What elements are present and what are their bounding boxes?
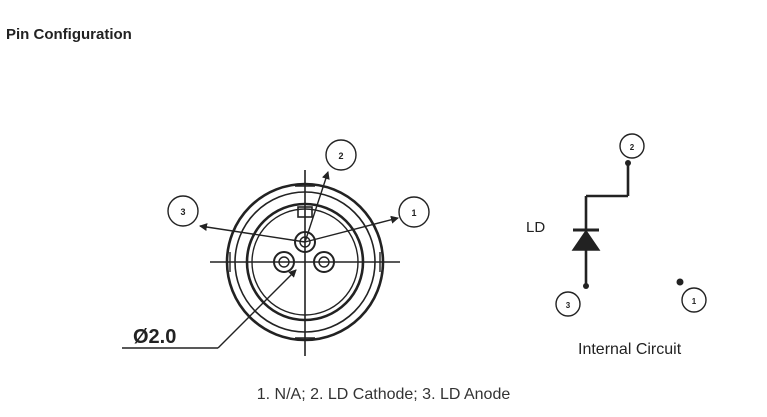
- pin-legend: 1. N/A; 2. LD Cathode; 3. LD Anode: [256, 386, 511, 403]
- circuit-pin-2: 2: [619, 133, 645, 159]
- internal-circuit-label: Internal Circuit: [578, 341, 682, 358]
- section-title: Pin Configuration: [6, 26, 132, 43]
- internal-circuit: [571, 160, 684, 289]
- callout-number: 3: [566, 301, 571, 310]
- pin-3-lead: [273, 251, 295, 273]
- package-view: [122, 170, 400, 356]
- component-label: LD: [526, 219, 545, 236]
- callout-pin-3: 3: [167, 195, 199, 227]
- pin-1-lead: [313, 251, 335, 273]
- circuit-pin-3: 3: [555, 291, 581, 317]
- callout-pin-2: 2: [325, 139, 357, 171]
- callout-number: 1: [411, 208, 416, 218]
- callout-number: 2: [630, 143, 635, 152]
- pin-2-lead: [294, 231, 316, 253]
- diode-symbol: [571, 229, 601, 251]
- orientation-tab: [297, 206, 313, 218]
- callout-pin-1: 1: [398, 196, 430, 228]
- can-body: [245, 202, 365, 322]
- callout-number: 3: [180, 207, 185, 217]
- callout-number: 2: [338, 151, 343, 161]
- outer-flange: [225, 182, 385, 342]
- callout-number: 1: [692, 297, 697, 306]
- pin-1-terminal: [676, 278, 684, 286]
- circuit-pin-1: 1: [681, 287, 707, 313]
- diameter-label: Ø2.0: [133, 326, 176, 348]
